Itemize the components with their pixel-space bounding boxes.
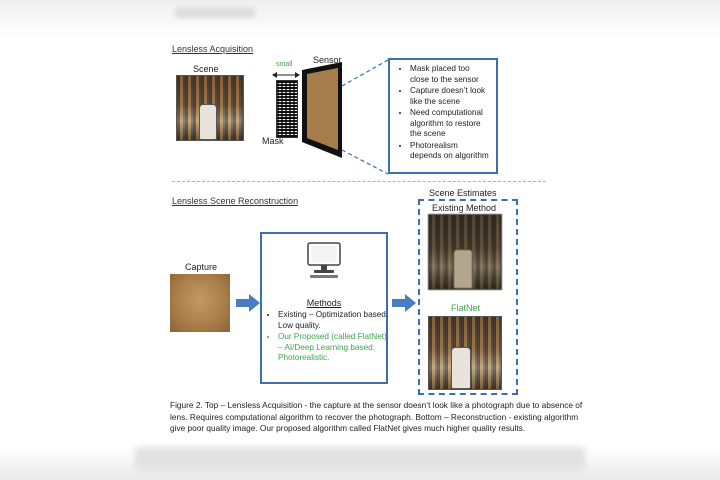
figure-caption: Figure 2. Top – Lensless Acquisition - t… bbox=[170, 400, 583, 433]
zoom-lines bbox=[341, 59, 389, 175]
acquisition-notes-box: Mask placed too close to the sensor Capt… bbox=[388, 58, 498, 174]
note-bullet: Need computational algorithm to restore … bbox=[410, 108, 490, 140]
robot-figure bbox=[453, 249, 473, 289]
scene-estimates-title: Scene Estimates bbox=[429, 188, 497, 198]
blurred-header bbox=[175, 8, 255, 18]
robot-figure bbox=[199, 104, 217, 140]
method-existing: Existing – Optimization based. Low quali… bbox=[278, 310, 390, 331]
acquisition-title: Lensless Acquisition bbox=[172, 44, 254, 54]
note-bullet: Capture doesn’t look like the scene bbox=[410, 86, 490, 107]
right-arrow-icon bbox=[236, 294, 260, 312]
method-proposed: Our Proposed (called FlatNet) – AI/Deep … bbox=[278, 332, 390, 364]
capture-label: Capture bbox=[185, 262, 218, 272]
flatnet-result bbox=[428, 316, 502, 390]
mask-label: Mask bbox=[262, 136, 284, 146]
sensor-graphic bbox=[302, 62, 342, 158]
note-bullet: Mask placed too close to the sensor bbox=[410, 64, 490, 85]
scene-label: Scene bbox=[193, 64, 219, 74]
existing-method-result bbox=[428, 214, 502, 290]
methods-heading: Methods bbox=[306, 298, 342, 308]
sensor-label: Sensor bbox=[313, 55, 342, 65]
section-divider bbox=[172, 181, 546, 182]
reconstruction-title: Lensless Scene Reconstruction bbox=[172, 196, 299, 206]
blurred-footer bbox=[135, 447, 585, 471]
note-bullet: Photorealism depends on algorithm bbox=[410, 141, 490, 162]
robot-figure bbox=[451, 347, 471, 389]
double-arrow-icon bbox=[272, 72, 300, 78]
capture-image bbox=[170, 274, 230, 332]
small-gap-label: small bbox=[276, 61, 293, 68]
mask-element bbox=[276, 80, 298, 138]
existing-method-label: Existing Method bbox=[432, 203, 497, 213]
scene-photo bbox=[176, 75, 244, 141]
flatnet-label: FlatNet bbox=[451, 303, 481, 313]
computer-icon bbox=[307, 242, 341, 278]
methods-box: Methods Existing – Optimization based. L… bbox=[260, 232, 388, 384]
right-arrow-icon bbox=[392, 294, 416, 312]
scene-estimates-box bbox=[418, 199, 518, 395]
